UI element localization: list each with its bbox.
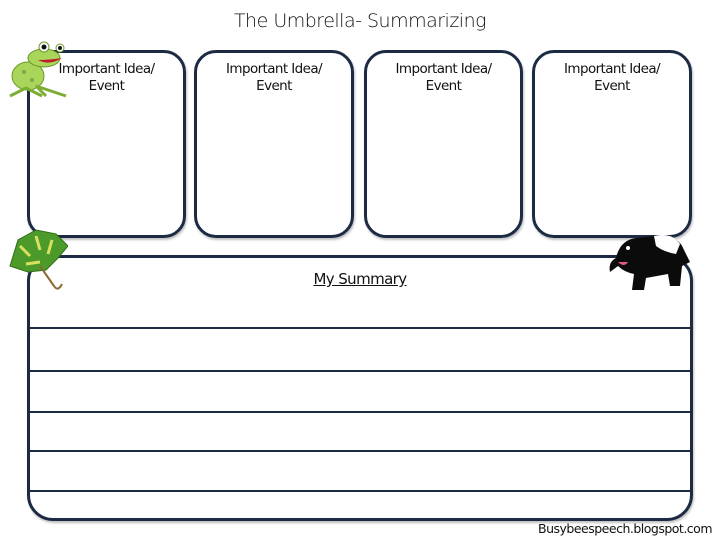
idea-box-label: Important Idea/Event xyxy=(58,61,156,94)
idea-box-label: Important Idea/Event xyxy=(395,61,493,94)
writing-line xyxy=(30,490,690,492)
idea-box-label: Important Idea/Event xyxy=(564,61,661,94)
page-title: The Umbrella- Summarizing xyxy=(233,10,487,32)
idea-box-2[interactable]: Important Idea/Event xyxy=(194,50,354,238)
writing-line xyxy=(30,327,690,329)
idea-box-label: Important Idea/Event xyxy=(226,61,323,94)
writing-line xyxy=(30,411,690,413)
summary-title: My Summary xyxy=(313,270,407,288)
idea-box-4[interactable]: Important Idea/Event xyxy=(532,50,692,238)
idea-box-1[interactable]: Important Idea/Event xyxy=(27,50,186,238)
leaf-umbrella-icon xyxy=(9,229,68,290)
writing-line xyxy=(30,450,690,452)
summary-box[interactable]: My Summary xyxy=(27,255,693,521)
footer-credit: Busybeespeech.blogspot.com xyxy=(538,521,712,536)
frog-icon xyxy=(9,41,67,98)
tapir-icon xyxy=(609,235,690,290)
writing-line xyxy=(30,370,690,372)
idea-box-3[interactable]: Important Idea/Event xyxy=(364,50,523,238)
